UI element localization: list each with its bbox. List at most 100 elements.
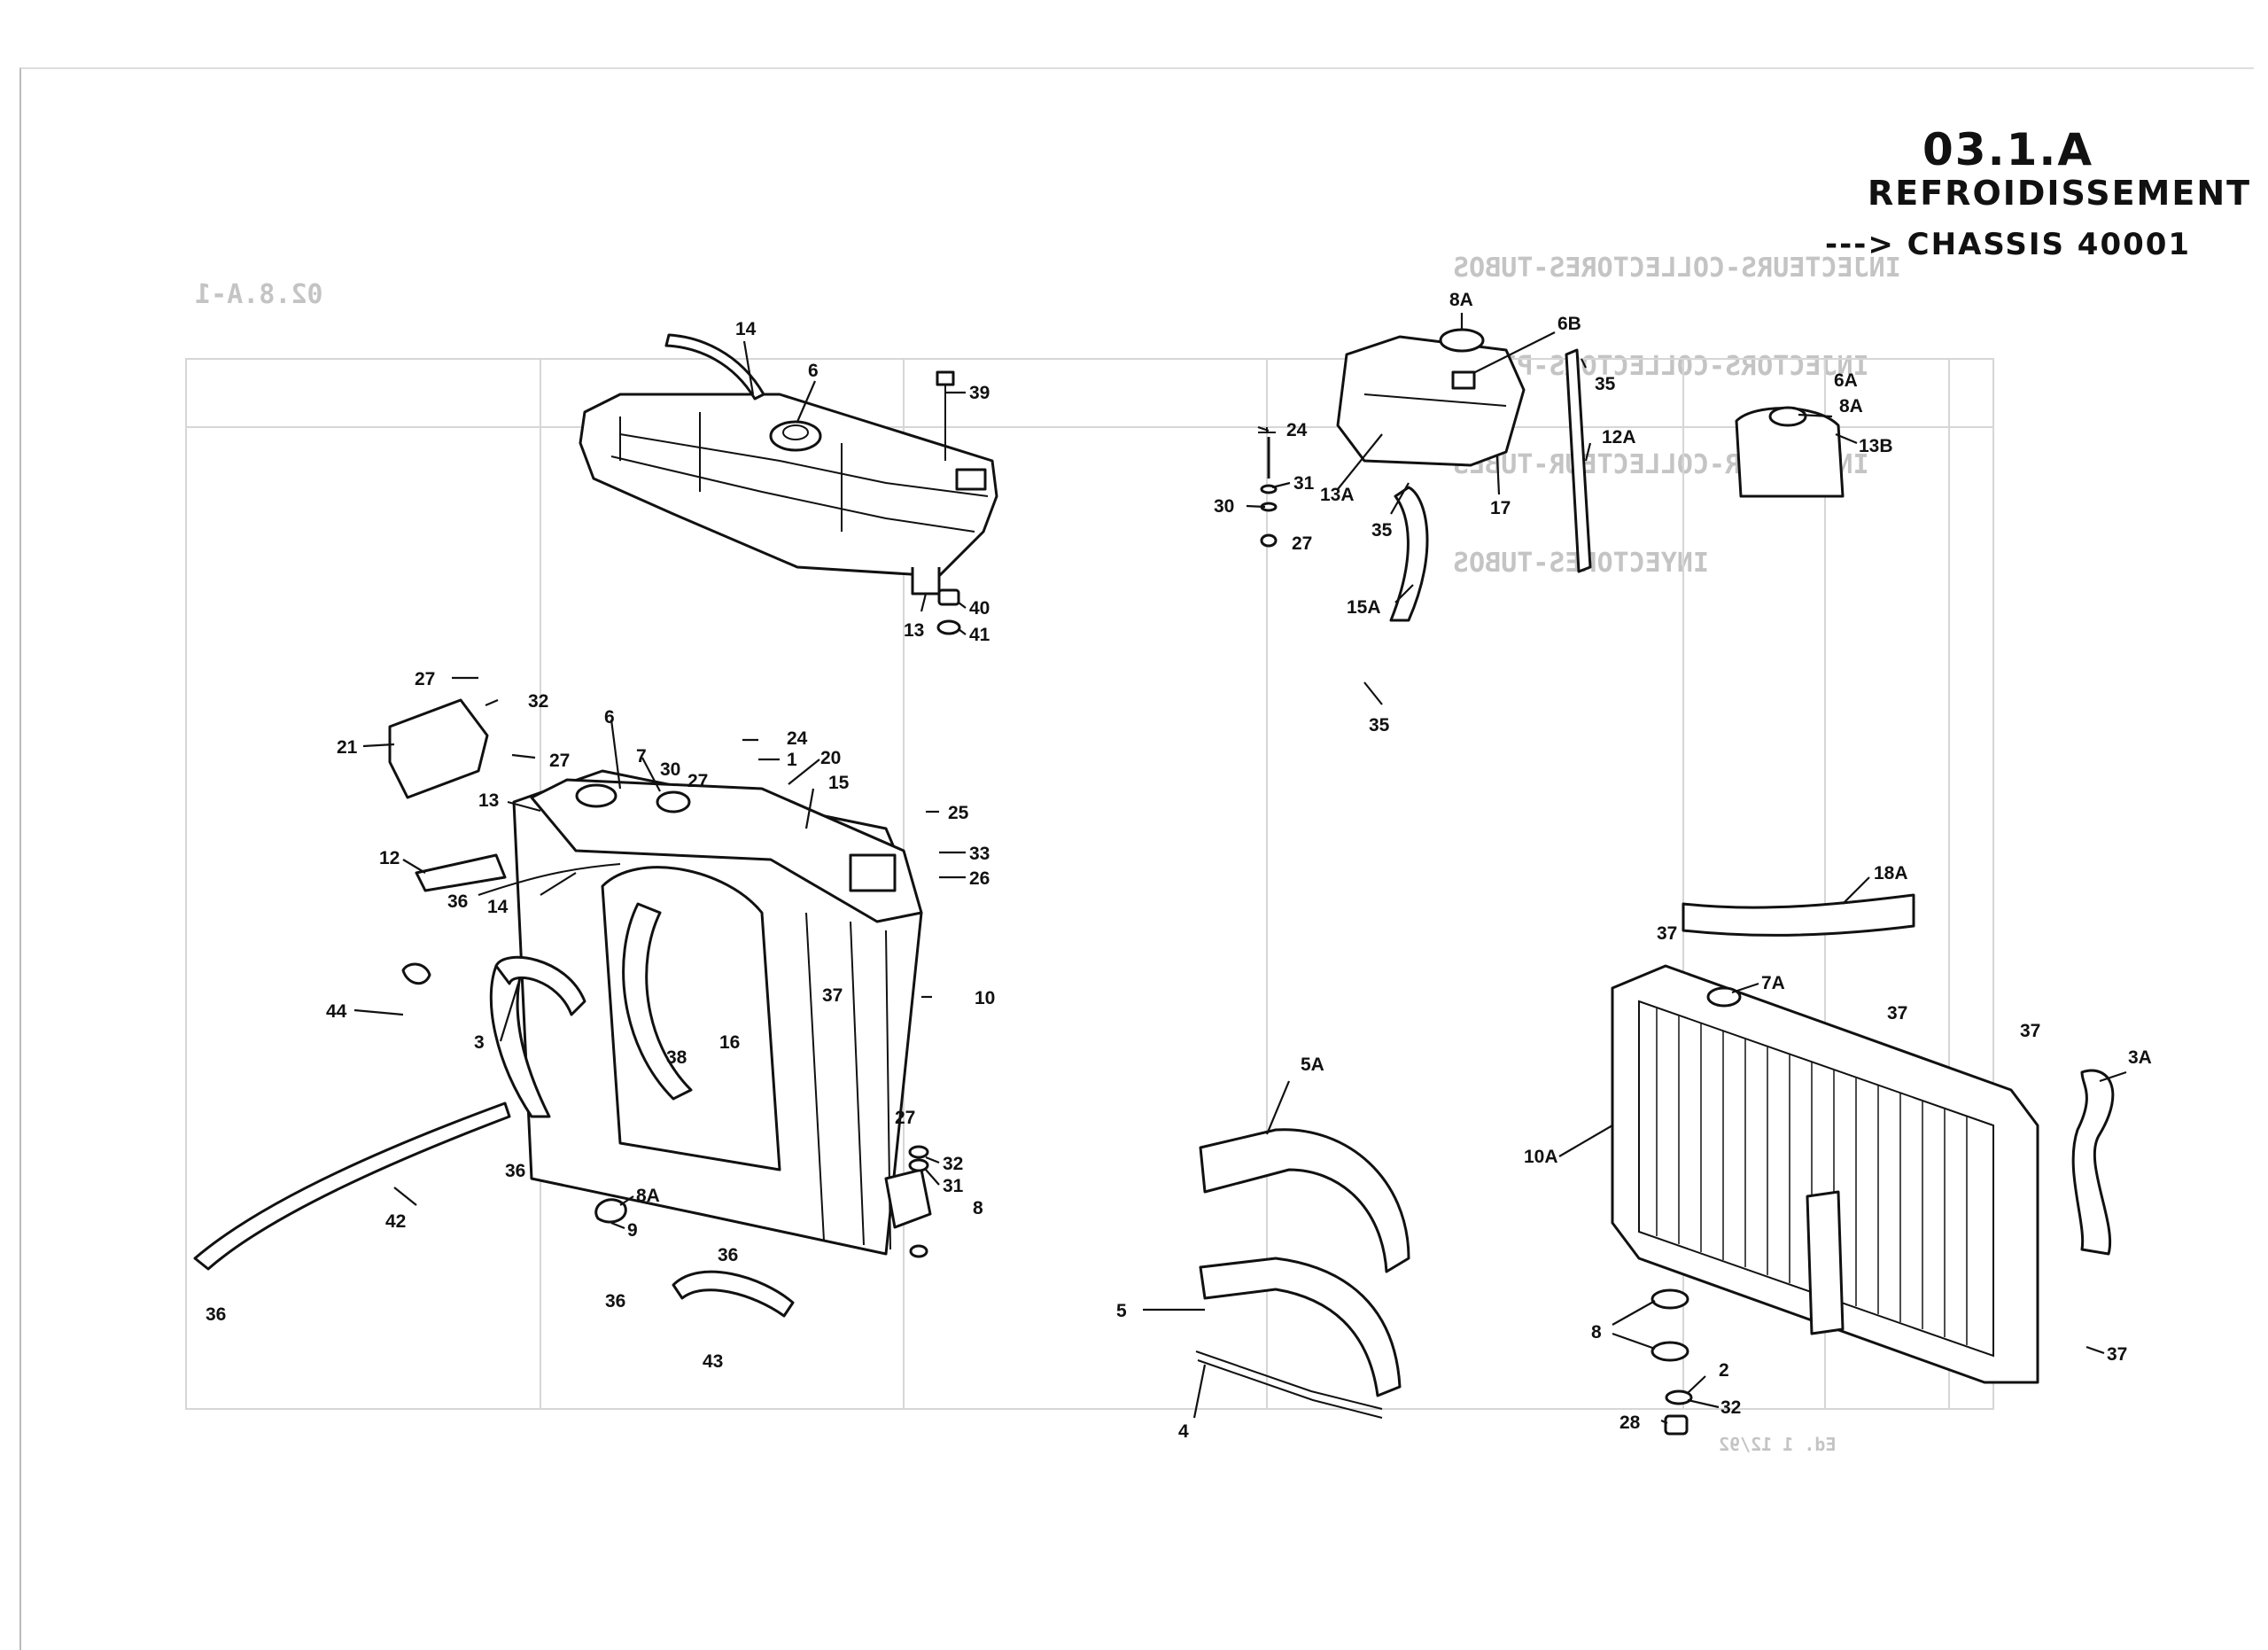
leader-line [610, 1221, 625, 1230]
callout-30: 30 [660, 759, 680, 780]
callout-37: 37 [2107, 1344, 2127, 1365]
leader-line [353, 1008, 404, 1016]
callout-8A: 8A [1839, 396, 1863, 416]
callout-42: 42 [385, 1211, 406, 1232]
callout-2: 2 [1719, 1360, 1729, 1381]
callout-32: 32 [1720, 1397, 1741, 1418]
callout-4: 4 [1178, 1421, 1189, 1442]
washer [908, 1158, 929, 1172]
callout-37: 37 [1657, 923, 1677, 944]
seal-strip-4-edge [1197, 1359, 1383, 1419]
radiator-core-fins [1656, 1008, 1968, 1345]
callout-35: 35 [1371, 520, 1393, 541]
leader-line [402, 859, 426, 874]
callout-24: 24 [787, 728, 808, 749]
expansion-tank-upper [579, 333, 998, 595]
callout-6B: 6B [1557, 314, 1581, 334]
section-title: REFROIDISSEMENT [1868, 174, 2252, 213]
expansion-tank-right [1336, 328, 1845, 622]
hose-16 [622, 902, 693, 1101]
hose-12 [415, 853, 507, 892]
callout-38: 38 [666, 1047, 687, 1068]
tank-outlet [955, 468, 987, 491]
callout-8: 8 [973, 1198, 983, 1218]
callout-30: 30 [1214, 496, 1234, 517]
callout-14: 14 [487, 897, 509, 917]
tank-13A-seam [1363, 393, 1507, 407]
leader-line [804, 788, 815, 829]
callout-12A: 12A [1602, 427, 1636, 448]
callout-27: 27 [549, 751, 570, 771]
callout-37: 37 [1887, 1003, 1907, 1023]
callout-31: 31 [943, 1176, 964, 1196]
callout-33: 33 [969, 844, 990, 864]
expansion-tank-lower [530, 778, 923, 923]
callout-8A: 8A [636, 1186, 660, 1206]
callout-13B: 13B [1859, 436, 1893, 456]
fastener-stack-top [936, 370, 1278, 635]
leader-line [925, 1156, 940, 1164]
callout-8A: 8A [1449, 290, 1473, 310]
callout-43: 43 [703, 1351, 723, 1372]
shroud-parts-center [1195, 1128, 1410, 1419]
leader-line [393, 1187, 417, 1206]
leader-line [1731, 982, 1759, 994]
pipe-12A [1565, 348, 1592, 573]
page-edge [19, 67, 2254, 1650]
callout-21: 21 [337, 737, 358, 758]
hose-15A [1389, 486, 1429, 622]
hose-14 [478, 863, 621, 896]
callout-15A: 15A [1347, 597, 1381, 618]
nut-28 [1664, 1414, 1689, 1436]
leader-line [1558, 1125, 1613, 1157]
callout-26: 26 [969, 868, 990, 889]
callout-25: 25 [948, 803, 969, 823]
callout-15: 15 [828, 773, 850, 793]
callout-36: 36 [206, 1304, 226, 1325]
shroud-5A [1199, 1128, 1410, 1273]
cap-8A [1439, 328, 1485, 353]
leader-line [1612, 1332, 1656, 1350]
leader-line [2085, 1345, 2105, 1355]
leader-line [610, 719, 622, 790]
callout-44: 44 [326, 1001, 347, 1022]
shroud-5 [1199, 1257, 1402, 1397]
callout-32: 32 [528, 691, 548, 712]
bleed-through-table-frame [185, 358, 1994, 1410]
callout-6: 6 [604, 707, 615, 728]
callout-12: 12 [379, 848, 400, 868]
nut [937, 588, 960, 606]
rubber-mount [1651, 1341, 1689, 1362]
callout-40: 40 [969, 598, 990, 619]
leader-line [958, 628, 967, 635]
leader-line [499, 983, 520, 1042]
leader-line [958, 602, 967, 609]
leader-lines [353, 313, 2127, 1425]
hose-3A [2071, 1069, 2115, 1256]
overflow-hose [664, 333, 765, 401]
callout-18A: 18A [1874, 863, 1908, 883]
radiator-assembly-left [193, 698, 932, 1318]
callout-17: 17 [1490, 498, 1511, 518]
callout-41: 41 [969, 625, 990, 645]
leader-line [641, 757, 661, 792]
callout-5: 5 [1116, 1301, 1127, 1321]
leader-line [511, 753, 536, 759]
callout-27: 27 [415, 669, 435, 689]
callout-36: 36 [505, 1161, 525, 1181]
callout-39: 39 [969, 383, 990, 403]
leader-line [920, 593, 928, 612]
tank-cap [575, 783, 617, 808]
leader-line [1390, 482, 1410, 515]
callout-37: 37 [2020, 1021, 2040, 1041]
callout-24: 24 [1286, 420, 1308, 440]
callout-13A: 13A [1320, 485, 1355, 505]
cap-13B [1768, 406, 1807, 427]
filler-cap [769, 420, 822, 452]
leader-line [1687, 1375, 1706, 1394]
washer [1665, 1389, 1693, 1405]
chassis-note: ---> CHASSIS 40001 [1825, 227, 2192, 262]
leader-line [1271, 481, 1291, 489]
